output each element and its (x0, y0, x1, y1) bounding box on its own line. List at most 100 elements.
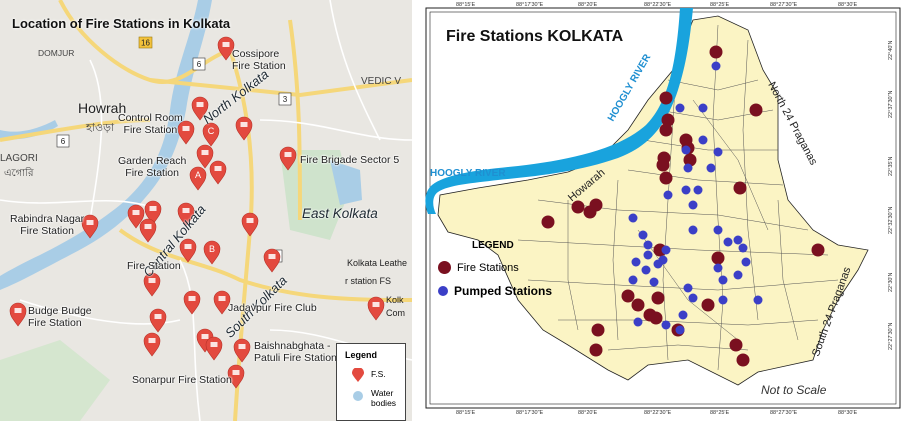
pumped-station-dot (663, 190, 673, 200)
coordinate-tick: 88°20'E (578, 410, 598, 416)
fire-station-dot (631, 298, 645, 312)
pumped-station-dot (649, 277, 659, 287)
fire-station-pin-icon: A (189, 166, 207, 191)
label-hoogly-left: HOOGLY RIVER (430, 168, 506, 179)
coordinate-tick: 88°15'E (456, 2, 476, 8)
legend-title: Legend (345, 350, 378, 360)
fire-station-dot (541, 215, 555, 229)
coordinate-tick: 88°27'30"E (770, 2, 798, 8)
coordinate-tick: 22°35'N (888, 156, 894, 176)
coordinate-tick: 22°27'30"N (888, 322, 894, 350)
fire-station-dot (659, 171, 673, 185)
pumped-station-dot (683, 163, 693, 173)
label-budge-budge: Budge Budge Fire Station (28, 305, 92, 329)
fire-station-pin-icon (81, 214, 99, 239)
fire-station-pin-icon (177, 202, 195, 227)
label-leather-2: r station FS (345, 276, 392, 286)
coordinate-tick: 22°32'30"N (888, 206, 894, 234)
not-to-scale: Not to Scale (761, 383, 827, 397)
fire-station-pin-icon (143, 272, 161, 297)
fire-station-dot (683, 153, 697, 167)
pumped-station-dot (741, 257, 751, 267)
pumped-station-dot (643, 250, 653, 260)
legend-title-right: LEGEND (472, 240, 514, 251)
left-map[interactable]: 16 6 3 6 3 CAB Location of Fire Stations… (0, 0, 412, 421)
legend-fire-row: Fire Stations (438, 261, 552, 274)
pumped-station-dot (718, 295, 728, 305)
fire-station-dot (659, 91, 673, 105)
pumped-station-dot (706, 163, 716, 173)
fire-station-dot (621, 289, 635, 303)
fire-station-pins: CA B (9, 36, 385, 389)
fire-station-dot (591, 323, 605, 337)
coordinate-tick: 22°40'N (888, 40, 894, 60)
label-rabindra-nagar: Rabindra Nagar Fire Station (10, 213, 85, 237)
coordinate-tick: 88°25'E (710, 410, 730, 416)
pumped-station-dot (711, 61, 721, 71)
pumped-station-dot (688, 200, 698, 210)
fire-station-dot (711, 251, 725, 265)
label-garden-reach: Garden Reach Fire Station (118, 155, 187, 179)
pumped-station-dot (738, 243, 748, 253)
coordinate-tick: 88°30'E (838, 410, 858, 416)
pumped-station-dot (641, 265, 651, 275)
fire-station-dot (729, 338, 743, 352)
fire-station-pin-icon (279, 146, 297, 171)
pumped-station-dot (713, 225, 723, 235)
fire-station-pin-icon (209, 160, 227, 185)
left-legend: Legend F.S. Water bodies (336, 343, 406, 421)
place-domjur: DOMJUR (38, 48, 75, 58)
fire-station-dot (709, 45, 723, 59)
label-sector-5: Fire Brigade Sector 5 (300, 154, 400, 166)
pumped-station-dot (688, 225, 698, 235)
fire-station-dot (571, 200, 585, 214)
place-agori: LAGORI (0, 153, 38, 164)
pumped-station-dot (753, 295, 763, 305)
right-map-base (425, 7, 901, 409)
right-legend: LEGEND Fire Stations Pumped Stations (438, 240, 552, 298)
coordinate-tick: 88°17'30"E (516, 2, 544, 8)
pumped-station-dot (713, 147, 723, 157)
legend-symbols (352, 368, 364, 401)
east-kolkata-wetlands (280, 150, 350, 240)
place-agori-bengali: এগোরি (4, 168, 34, 179)
place-howrah: Howrah (78, 100, 127, 116)
fire-station-pin-icon (217, 36, 235, 61)
pumped-station-dot (683, 283, 693, 293)
pumped-station-dot (675, 325, 685, 335)
green-area (0, 340, 110, 421)
coordinate-tick: 88°20'E (578, 2, 598, 8)
label-kolk: Kolk (386, 295, 404, 305)
fire-station-pin-icon: C (202, 122, 220, 147)
pin-letter: B (209, 244, 215, 254)
pumped-station-dot (723, 237, 733, 247)
pumped-station-dot (643, 240, 653, 250)
region-east-kolkata: East Kolkata (302, 206, 378, 221)
pumped-station-dot (631, 257, 641, 267)
pumped-station-dot (698, 103, 708, 113)
legend-pumped: Pumped Stations (454, 284, 553, 298)
station-dots (541, 45, 825, 367)
fire-station-icon (438, 261, 451, 274)
fire-station-dot (659, 123, 673, 137)
place-howrah-bengali: হাওড়া (86, 122, 115, 134)
pumped-station-dot (628, 275, 638, 285)
label-sonarpur: Sonarpur Fire Station (132, 374, 232, 386)
coordinate-tick: 22°37'30"N (888, 90, 894, 118)
pumped-station-dot (633, 317, 643, 327)
fire-station-dot (661, 113, 675, 127)
left-map-title: Location of Fire Stations in Kolkata (12, 16, 231, 31)
label-com: Com (386, 308, 406, 318)
fire-station-dot (701, 298, 715, 312)
pumped-station-dot (678, 310, 688, 320)
legend-fs: F.S. (371, 369, 386, 379)
fire-station-pin-icon: B (203, 240, 221, 265)
legend-water: Water bodies (371, 388, 397, 408)
label-baishnabghata: Baishnabghata - Patuli Fire Station (254, 340, 337, 364)
legend-pin-icon (352, 368, 364, 382)
coordinate-tick: 88°15'E (456, 410, 476, 416)
label-control-room: Control Room Fire Station (118, 112, 183, 136)
legend-fire: Fire Stations (457, 261, 519, 274)
fire-station-pin-icon (233, 338, 251, 363)
